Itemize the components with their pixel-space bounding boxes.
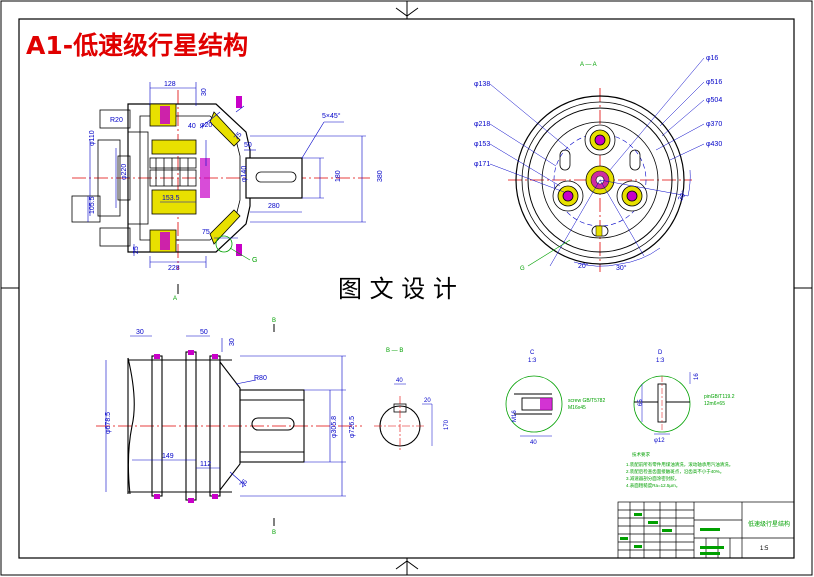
drawing-title: A1-低速级行星结构 <box>26 31 248 60</box>
dim-phi218: φ218 <box>474 121 490 128</box>
detail-d-note: pinGB/T119.2 <box>704 394 735 400</box>
detail-d-view: D 1:3 65 16 φ12 pinGB/T119.2 12m6×65 <box>633 350 735 444</box>
detail-c-note2: M16x45 <box>568 405 586 411</box>
dim-phi153: φ153 <box>474 141 490 148</box>
notes-title: 技术要求 <box>632 451 650 458</box>
dim-180: 180 <box>335 170 342 182</box>
dim-bb-20: 20 <box>424 398 431 404</box>
dim-lower-112: 112 <box>200 461 211 468</box>
note-1: 1.装配前所有零件用煤油清洗，滚动轴承用汽油清洗。 <box>626 461 733 468</box>
dim-d-phi12: φ12 <box>654 438 665 444</box>
dim-phi138: φ138 <box>474 81 490 88</box>
technical-notes: 技术要求 1.装配前所有零件用煤油清洗，滚动轴承用汽油清洗。 2.装配后检查齿面… <box>626 451 733 489</box>
dim-228: 228 <box>168 265 180 272</box>
dim-c-m16: M16 <box>512 410 518 422</box>
title-block-fill <box>620 513 724 555</box>
dim-phi16: φ16 <box>706 55 718 62</box>
dim-g: G <box>252 257 257 264</box>
title-block-name: 低速级行星结构 <box>748 520 790 528</box>
title-block <box>617 501 795 559</box>
dim-lower-r80: R80 <box>254 375 267 382</box>
dim-lower-phi678-5: φ678.5 <box>105 412 112 434</box>
face-view-aa: A — A <box>474 55 722 272</box>
detail-c-title: C <box>530 350 535 356</box>
detail-d-scale: 1:3 <box>656 358 665 364</box>
dim-phi504: φ504 <box>706 97 722 104</box>
main-section-view: 128 30 R20 40 φ20 75 5×45° φ110 50 φ220 … <box>71 81 384 302</box>
watermark-text: 图 文 设 计 <box>338 275 457 303</box>
dim-40: 40 <box>188 123 196 130</box>
dim-75b: 75 <box>202 229 210 236</box>
dim-phi220: φ220 <box>121 164 128 180</box>
dim-5x45: 5×45° <box>322 112 341 120</box>
dim-128: 128 <box>164 81 176 88</box>
dim-phi110: φ110 <box>89 130 96 146</box>
section-bb-view: B — B 40 20 170 <box>374 348 450 452</box>
title-block-scale: 1:5 <box>760 546 769 552</box>
detail-c-note: screw GB/T5782 <box>568 398 605 404</box>
angle-20: 20° <box>578 262 589 270</box>
dim-lower-50: 50 <box>200 329 208 336</box>
dim-30a: 30 <box>201 88 208 96</box>
detail-c-view: C 1:3 M16 40 screw GB/T5782 M16x45 <box>505 350 605 446</box>
section-a-bottom-label: A <box>173 296 177 302</box>
dim-50: 50 <box>244 142 252 149</box>
dim-lower-149: 149 <box>162 453 174 460</box>
section-b-top-label: B <box>272 318 276 324</box>
note-2: 2.装配后检查齿面接触斑点，沿齿高不小于40%。 <box>626 468 724 475</box>
note-3: 3.减速器剖分面涂密封胶。 <box>626 475 679 482</box>
dim-d-65: 65 <box>638 399 644 406</box>
dim-lower-phi305-8: φ305.8 <box>331 416 338 438</box>
section-aa-label: A — A <box>580 62 597 68</box>
dim-lower-30: 30 <box>136 329 144 336</box>
dim-phi140: φ140 <box>241 166 248 182</box>
dim-153-5: 153.5 <box>162 195 180 202</box>
dim-phi430: φ430 <box>706 141 722 148</box>
dim-lower-30b: 30 <box>229 338 236 346</box>
detail-g-label: G <box>520 266 525 272</box>
dim-105-5: 105.5 <box>89 196 96 214</box>
dim-c-40: 40 <box>530 440 537 446</box>
dim-d-16: 16 <box>694 373 700 380</box>
dim-lower-26: 26 <box>239 478 249 489</box>
dim-380: 380 <box>377 170 384 182</box>
note-4: 4.表面粗糙度Ra=12.5μm。 <box>626 482 680 489</box>
section-b-bottom-label: B <box>272 530 276 536</box>
angle-30b: 30° <box>616 264 627 272</box>
lower-exterior-view: B B <box>96 318 362 536</box>
dim-25: 25 <box>133 246 140 254</box>
section-bb-label: B — B <box>386 348 403 354</box>
dim-r20: R20 <box>110 117 123 124</box>
detail-c-scale: 1:3 <box>528 358 537 364</box>
detail-d-note2: 12m6×65 <box>704 401 725 407</box>
dim-75a: 75 <box>233 131 243 142</box>
dim-phi171: φ171 <box>474 161 490 168</box>
dim-phi20: φ20 <box>200 122 212 129</box>
dim-bb-40: 40 <box>396 378 403 384</box>
dim-phi516: φ516 <box>706 79 722 86</box>
dim-bb-170: 170 <box>444 419 450 430</box>
dim-lower-phi726-5: φ726.5 <box>349 416 356 438</box>
dim-280: 280 <box>268 203 280 210</box>
dim-phi370: φ370 <box>706 121 722 128</box>
detail-d-title: D <box>658 350 663 356</box>
